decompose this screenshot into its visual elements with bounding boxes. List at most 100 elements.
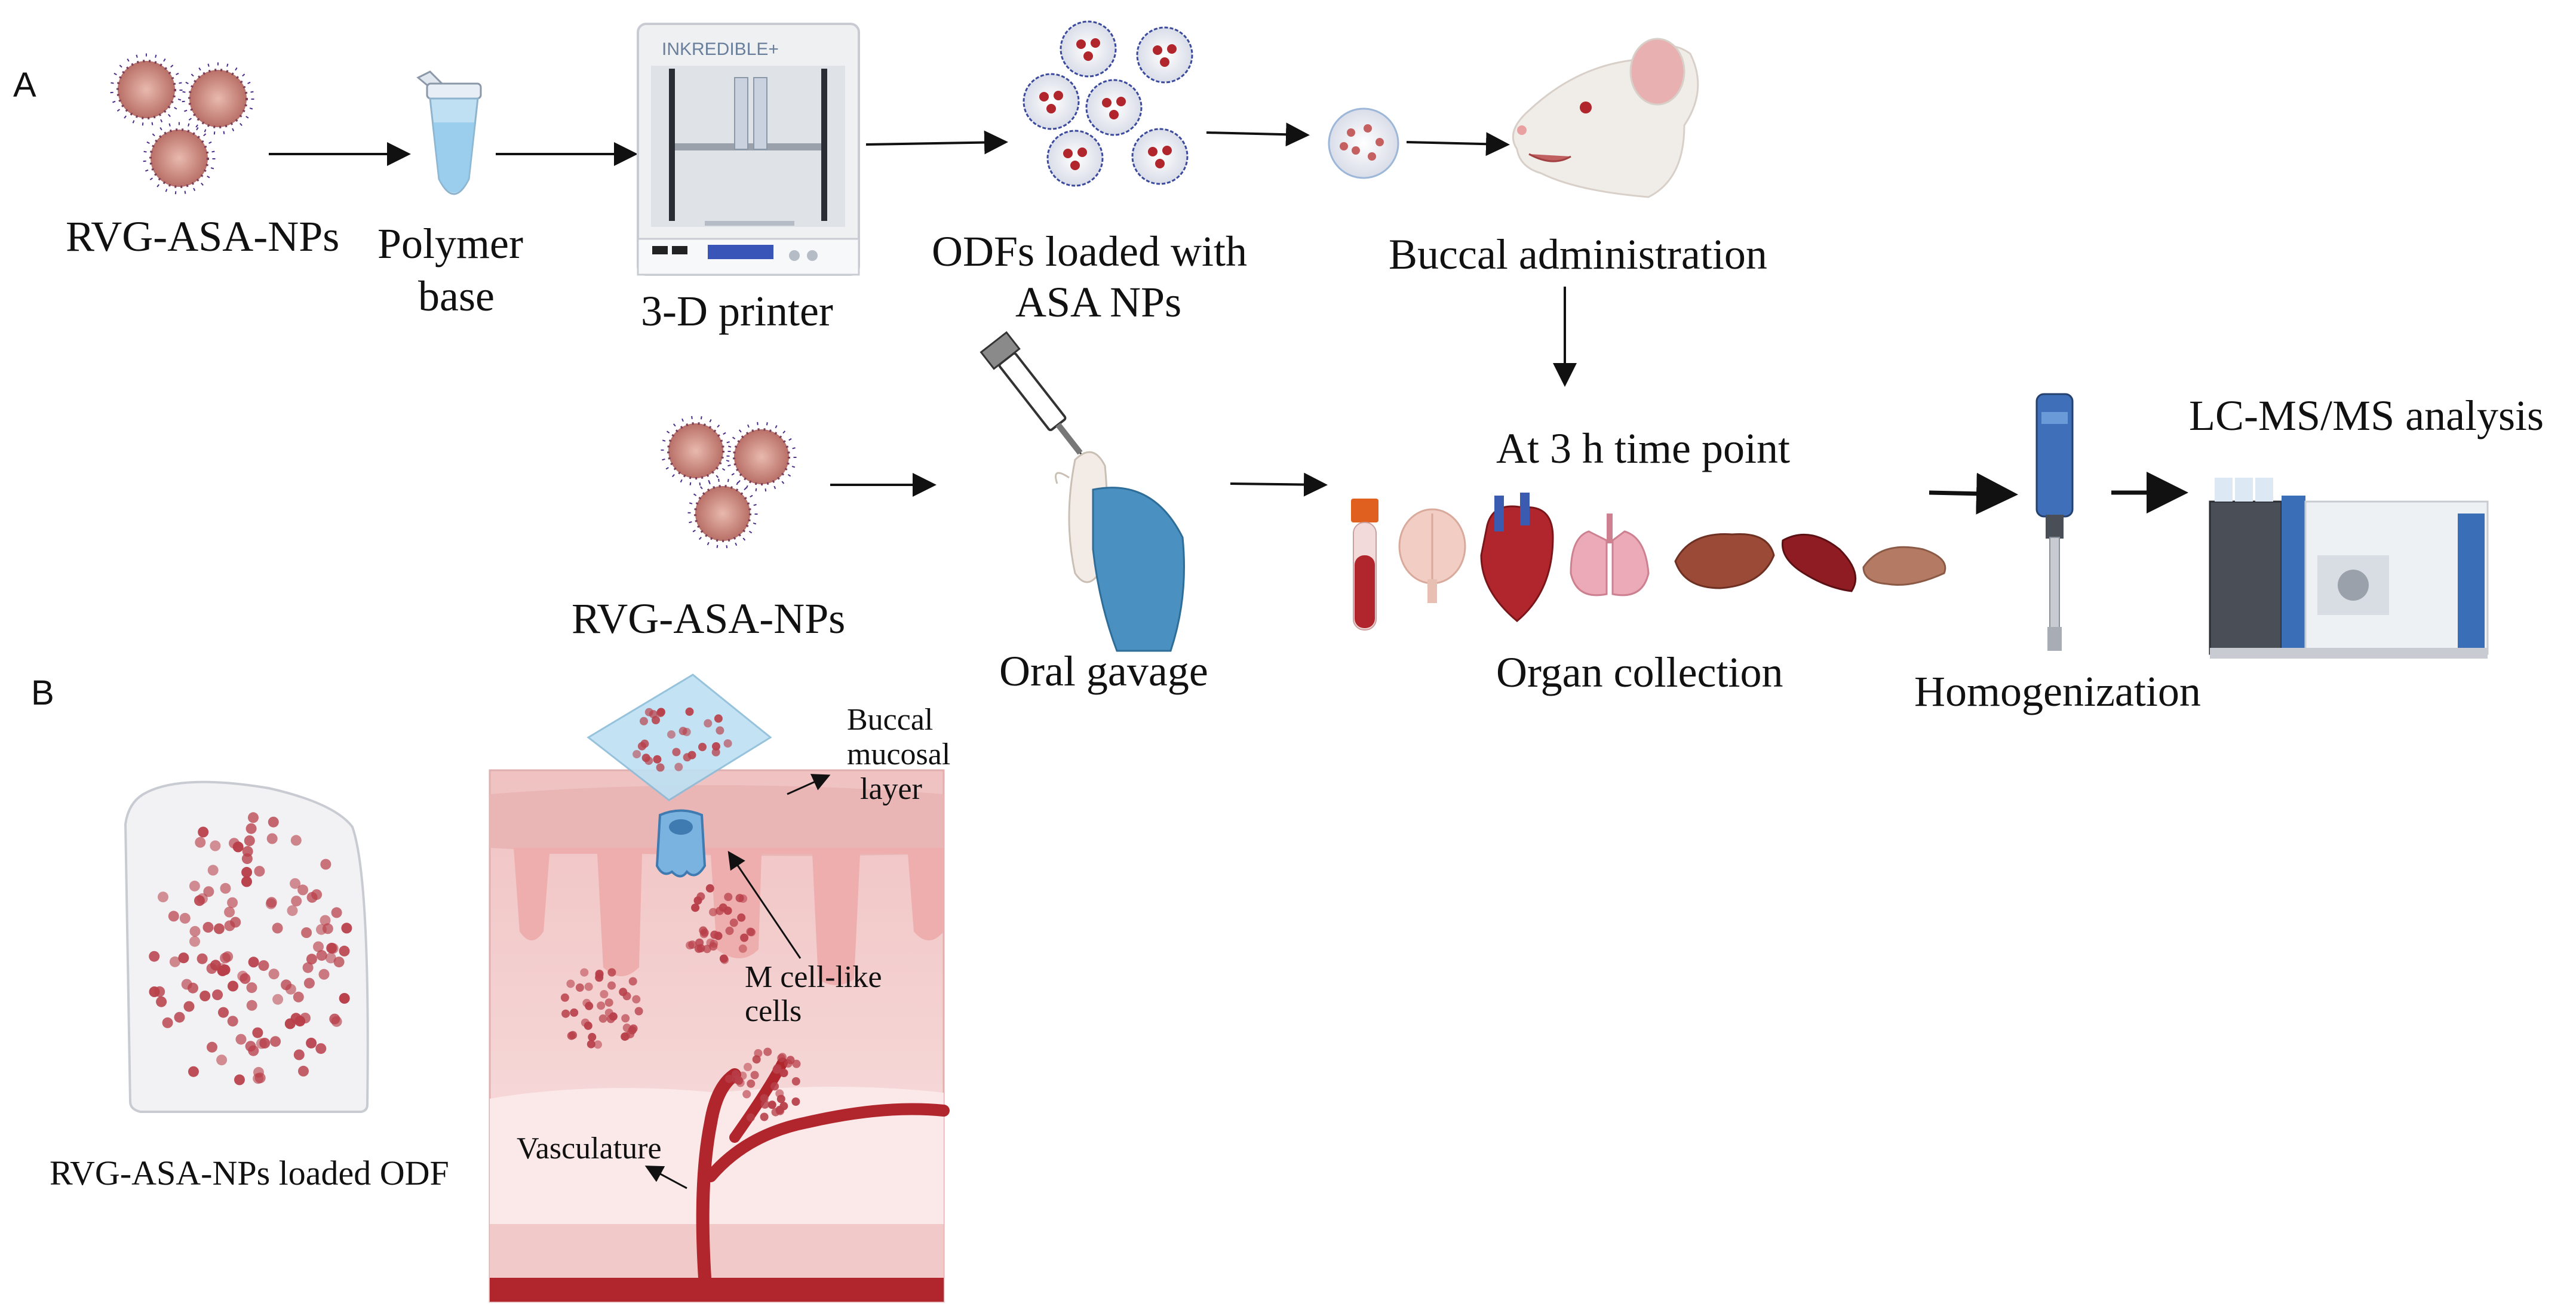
nanoparticle-dot	[183, 1001, 195, 1012]
nanoparticle-dot	[293, 991, 304, 1003]
nanoparticle-dot	[705, 884, 714, 893]
nanoparticle-dot	[228, 980, 238, 992]
nanoparticle-dot	[566, 979, 575, 988]
nanoparticle-dot	[683, 753, 692, 762]
nanoparticle-dot	[302, 962, 314, 973]
nanoparticle-dot	[653, 755, 662, 764]
nanoparticle-dot	[284, 1018, 296, 1029]
nanoparticle-dot	[652, 716, 660, 724]
nanoparticle-dot	[322, 923, 333, 934]
nanoparticle-dot	[580, 968, 589, 977]
nanoparticle-dot	[169, 956, 180, 967]
nanoparticle-dot	[306, 954, 317, 965]
nanoparticle-dot	[196, 953, 208, 964]
3d-printer-label: 3-D printer	[641, 287, 833, 335]
nanoparticle-dot	[149, 986, 160, 997]
nanoparticle-dot	[742, 1090, 751, 1099]
nanoparticle-dot	[327, 943, 339, 954]
nanoparticle-dot	[735, 894, 744, 903]
nanoparticle-dot	[754, 1049, 763, 1057]
nanoparticle-dot	[297, 884, 309, 896]
pointer-vasculature	[644, 1166, 687, 1189]
nanoparticle-dot	[235, 1034, 247, 1045]
nanoparticle-dot	[622, 1032, 631, 1041]
odfs-label-1: ODFs loaded with	[932, 227, 1247, 275]
nanoparticle-cluster-icon-2	[661, 416, 797, 549]
buccal-administration-label: Buccal administration	[1389, 230, 1767, 278]
nanoparticle-dot	[622, 1023, 631, 1032]
nanoparticle-dot	[203, 886, 214, 897]
mucosa-cross-section	[489, 769, 950, 1303]
nanoparticle-dot	[202, 922, 214, 933]
nanoparticle-dot	[248, 957, 259, 968]
nanoparticle-dot	[738, 1071, 747, 1080]
nanoparticle-dot	[702, 945, 711, 954]
rvg-asa-nps-label: RVG-ASA-NPs	[66, 213, 339, 260]
nanoparticle-dot	[245, 1041, 256, 1052]
nanoparticle-dot	[672, 748, 681, 757]
arrow-printer-to-odfs	[865, 130, 1008, 155]
nanoparticle-dot	[227, 1016, 238, 1027]
arrow-gavage-to-organs	[1230, 472, 1328, 497]
nanoparticle-dot	[213, 923, 225, 934]
printer-brand-text: INKREDIBLE+	[662, 39, 779, 59]
nanoparticle-dot	[325, 952, 336, 964]
rat-head-icon	[1512, 38, 1699, 198]
oral-gavage-label: Oral gavage	[999, 647, 1208, 695]
nanoparticle-dot	[266, 897, 277, 908]
buccal-label-2: mucosal	[847, 737, 950, 771]
nanoparticle-dot	[744, 1063, 752, 1071]
nanoparticle-dot	[560, 993, 569, 1002]
homogenizer-icon	[2035, 393, 2074, 651]
film-dots	[633, 707, 732, 772]
nanoparticle-dot	[320, 915, 331, 926]
nanoparticle-dot	[241, 876, 252, 887]
nanoparticle-dot	[740, 933, 749, 942]
nanoparticle-dot	[575, 983, 584, 992]
nanoparticle-dot	[760, 1094, 769, 1103]
odf-label: RVG-ASA-NPs loaded ODF	[50, 1154, 449, 1192]
nanoparticle-dot	[691, 903, 700, 912]
nanoparticle-dot	[224, 906, 235, 918]
heart-icon	[1480, 493, 1554, 622]
nanoparticle-dot	[331, 907, 342, 918]
nanoparticle-dot	[772, 1065, 781, 1074]
nanoparticle-dot	[333, 957, 345, 968]
nanoparticle-dot	[588, 1032, 597, 1041]
panel-b-label: B	[31, 674, 54, 712]
nanoparticle-dot	[632, 995, 641, 1004]
nanoparticle-dot	[724, 893, 733, 902]
single-odf-icon	[1328, 107, 1399, 179]
nanoparticle-dot	[696, 892, 705, 901]
nanoparticle-dot	[770, 1082, 779, 1091]
nanoparticle-dot	[791, 1077, 800, 1086]
polymer-base-label-2: base	[418, 272, 495, 320]
nanoparticle-dot	[696, 944, 705, 953]
nanoparticle-cluster-icon	[110, 53, 254, 195]
nanoparticle-dot	[218, 1007, 229, 1018]
organ-collection-label: Organ collection	[1496, 648, 1783, 696]
nanoparticle-dot	[188, 982, 198, 994]
nanoparticle-dot	[747, 1079, 756, 1088]
nanoparticle-dot	[246, 1000, 257, 1011]
nanoparticle-dot	[303, 977, 315, 989]
nanoparticle-dot	[220, 952, 231, 964]
nanoparticle-dot	[241, 866, 253, 878]
nanoparticle-dot	[198, 826, 209, 838]
nanoparticle-dot	[712, 742, 720, 751]
pointer-buccal-layer	[787, 774, 831, 795]
nanoparticle-dot	[779, 1069, 788, 1077]
buccal-label-1: Buccal	[847, 703, 933, 737]
nanoparticle-dot	[710, 939, 719, 948]
nanoparticle-dot	[234, 1074, 245, 1086]
liver-icon	[1674, 533, 1775, 589]
nanoparticle-dot	[716, 906, 724, 915]
nanoparticle-dot	[622, 992, 631, 1001]
nanoparticle-dot	[168, 911, 179, 922]
nanoparticle-dot	[584, 982, 593, 991]
nanoparticle-dot	[600, 990, 609, 998]
nanoparticle-dot	[195, 837, 206, 848]
nanoparticle-dot	[607, 981, 616, 990]
polymer-tube-icon	[416, 70, 482, 195]
nanoparticle-dot	[207, 1041, 217, 1053]
